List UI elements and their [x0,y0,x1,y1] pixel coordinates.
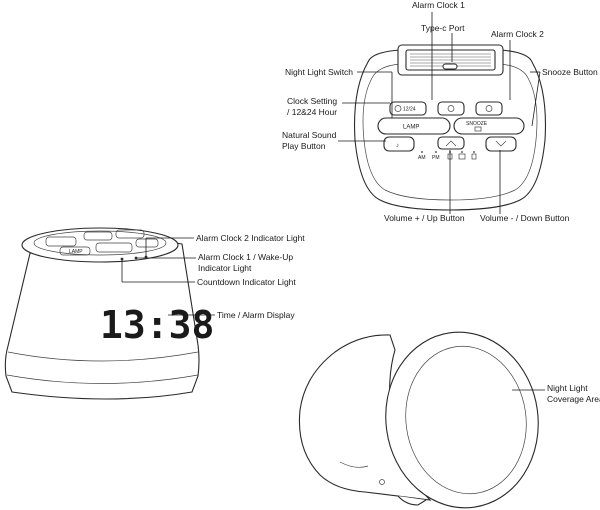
label-type-c-port: Type-c Port [421,23,465,33]
volume-down-button[interactable] [485,136,517,152]
volume-up-button[interactable] [437,136,465,150]
snooze-label: SNOOZE [466,121,488,127]
lamp-button[interactable] [377,117,451,135]
label-natural-sound-2: Play Button [282,141,326,151]
snooze-button[interactable] [453,117,525,135]
type-c-port [442,63,458,70]
rear-view-device [298,331,539,509]
alarm-2-icon [485,105,493,112]
alarm-1-button[interactable] [437,101,465,116]
speaker-grille [410,53,491,67]
label-snooze-button: Snooze Button [542,67,598,77]
time-display: 13:38 [100,303,214,347]
label-clock-setting-2: / 12&24 Hour [287,107,337,117]
label-clock-setting-1: Clock Setting [287,96,337,106]
front-top-buttons: LAMP [45,229,159,256]
label-volume-down: Volume - / Down Button [480,213,570,223]
music-note-icon: ♪ [396,143,399,149]
front-view-device: LAMP 13:38 [4,227,214,400]
night-light-coverage-area [405,345,527,495]
label-alarm-2-indicator: Alarm Clock 2 Indicator Light [196,233,305,243]
label-alarm-clock-2: Alarm Clock 2 [491,29,544,39]
top-view-leaders [338,12,541,214]
lamp-label: LAMP [403,125,419,131]
label-coverage-1: Night Light [547,383,588,393]
pm-indicator-label: PM [432,155,440,161]
front-lamp-label: LAMP [69,249,83,255]
label-natural-sound-1: Natural Sound [282,130,337,140]
label-night-light-switch: Night Light Switch [285,67,353,77]
label-alarm-1-indicator-2: Indicator Light [198,263,252,273]
label-volume-up: Volume + / Up Button [384,213,465,223]
label-coverage-2: Coverage Area [547,394,600,404]
label-alarm-clock-1: Alarm Clock 1 [412,0,465,10]
top-view-device: 12/24 LAMP SNOOZE ♪ AM PM [354,44,546,211]
natural-sound-button[interactable] [383,136,415,152]
label-alarm-1-indicator-1: Alarm Clock 1 / Wake-Up [198,252,293,262]
am-indicator-label: AM [418,155,426,161]
clock-12-24-label: 12/24 [403,107,416,113]
label-countdown-indicator: Countdown Indicator Light [197,277,296,287]
alarm-1-icon [447,105,455,112]
alarm-2-button[interactable] [475,101,503,116]
label-time-display: Time / Alarm Display [217,310,295,320]
clock-setting-button[interactable] [389,101,427,116]
front-view-leaders [121,237,215,316]
